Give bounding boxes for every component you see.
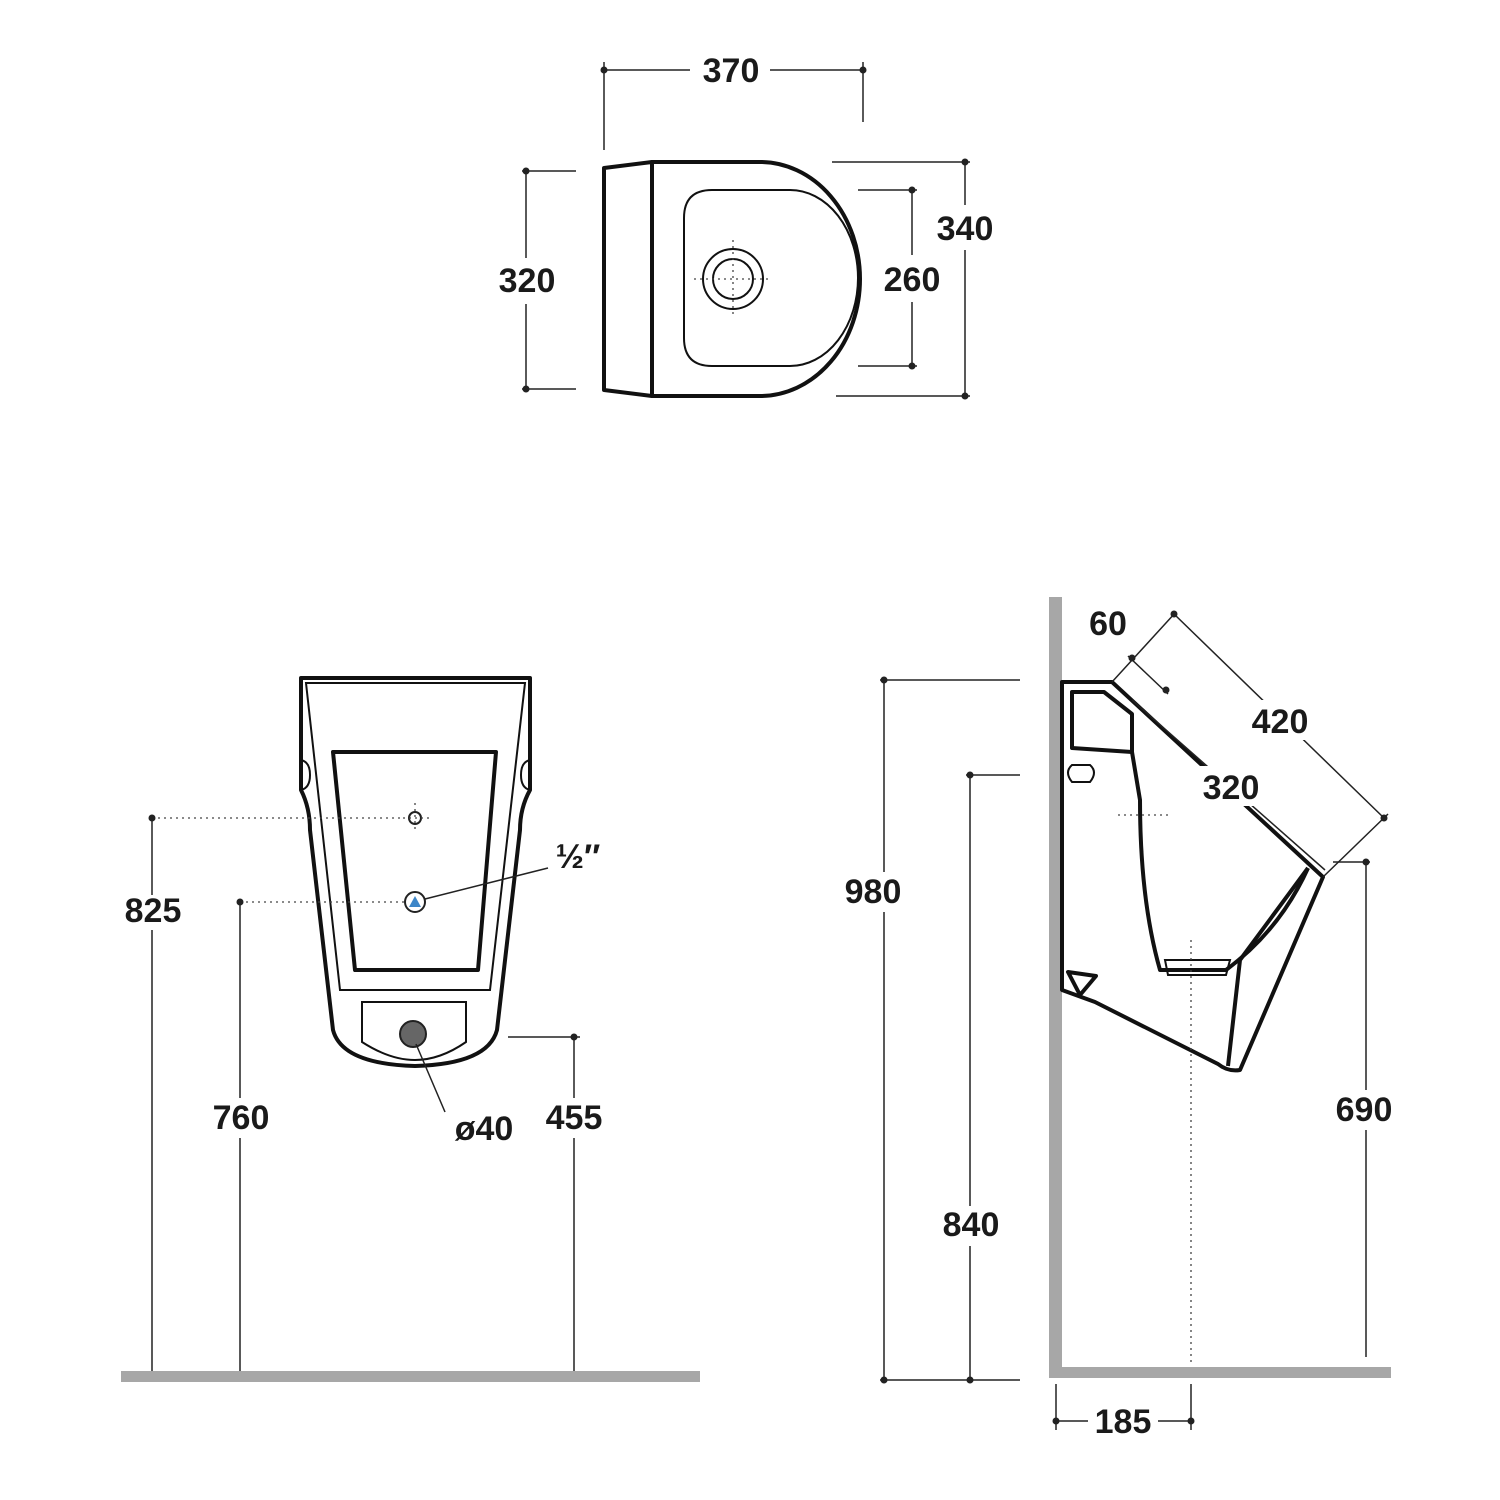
grey-drain-circle-icon xyxy=(399,1020,427,1048)
top-outer-shape xyxy=(650,160,862,398)
front-view: 825 760 455 ½″ ø40 xyxy=(121,676,700,1382)
front-inner-panel xyxy=(331,750,498,972)
dim-side-420: 420 xyxy=(1252,703,1309,741)
side-wall xyxy=(1049,597,1062,1378)
side-view: 980 840 690 185 420 320 xyxy=(845,597,1393,1441)
dim-front-455: 455 xyxy=(546,1099,603,1137)
top-back-flange xyxy=(602,160,654,398)
front-ground xyxy=(121,1371,700,1382)
dim-front-825: 825 xyxy=(125,892,182,930)
front-drain-box xyxy=(361,1001,467,1062)
side-fixing-bracket xyxy=(1067,764,1095,783)
dim-top-width: 370 xyxy=(703,52,760,90)
side-front-lip xyxy=(1226,866,1310,1067)
top-inner-bowl xyxy=(683,189,859,367)
dim-top-bowl-depth: 260 xyxy=(884,261,941,299)
dim-side-60: 60 xyxy=(1089,605,1127,643)
dim-side-840: 840 xyxy=(943,1206,1000,1244)
dim-side-320: 320 xyxy=(1203,769,1260,807)
side-bowl-interior xyxy=(1130,751,1310,972)
front-left-ear xyxy=(300,759,312,791)
dim-side-690: 690 xyxy=(1336,1091,1393,1129)
dim-top-depth-back: 320 xyxy=(499,262,556,300)
label-drain-diameter: ø40 xyxy=(455,1110,514,1148)
side-drain-outlet xyxy=(1163,959,1232,976)
side-outer-body xyxy=(1060,680,1325,1073)
top-view: 370 320 260 340 xyxy=(499,52,994,400)
dim-top-depth-outer: 340 xyxy=(937,210,994,248)
front-outer-body xyxy=(299,676,532,1068)
side-back-box xyxy=(1070,690,1134,754)
side-floor xyxy=(1049,1367,1391,1378)
label-inlet-thread: ½″ xyxy=(556,838,601,876)
side-lower-bracket xyxy=(1066,970,1098,997)
front-right-ear xyxy=(519,759,531,791)
dim-side-185: 185 xyxy=(1095,1403,1152,1441)
top-drain-outer xyxy=(702,248,764,310)
dim-front-760: 760 xyxy=(213,1099,270,1137)
dim-side-980: 980 xyxy=(845,873,902,911)
front-inner-frame xyxy=(304,682,527,991)
